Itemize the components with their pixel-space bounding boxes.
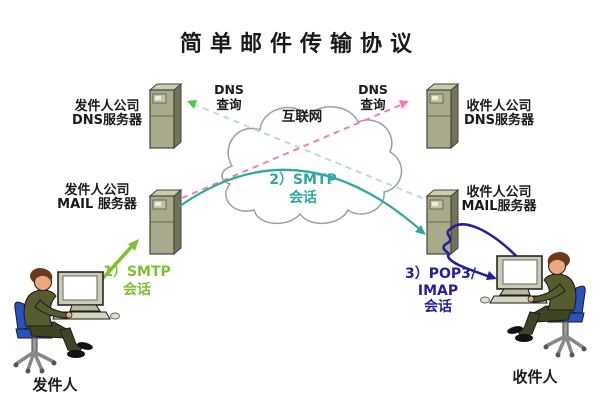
smtp-session-2-line2: 会话 [289, 190, 317, 206]
smtp-session-1-label: 1）SMTP 会话 [102, 263, 172, 299]
pop3-session-label: 3）POP3/ IMAP 会话 [405, 266, 477, 316]
sender-dns-server-icon [149, 83, 182, 149]
smtp-session-2-arrow [179, 168, 425, 234]
sender-dns-label: 发件人公司 DNS服务器 [62, 100, 152, 128]
internet-label: 互联网 [281, 109, 323, 125]
recipient-mail-label-line2: MAIL服务器 [461, 199, 537, 214]
dns-query-green-arrowhead [187, 100, 197, 109]
smtp-session-2-label: 2）SMTP 会话 [258, 171, 348, 207]
pop3-session-line2: IMAP [417, 282, 459, 299]
sender-mail-label-line2: MAIL 服务器 [57, 197, 137, 212]
recipient-label: 收件人 [512, 368, 558, 386]
recipient-mail-label: 收件人公司 MAIL服务器 [454, 186, 544, 214]
pop3-session-line1: 3）POP3/ [405, 266, 477, 282]
dns-query-right-line1: DNS [358, 82, 388, 97]
sender-label: 发件人 [32, 376, 78, 394]
smtp-session-1-line1: 1）SMTP [103, 264, 171, 280]
pop3-session-arrow [442, 223, 523, 279]
dns-query-right-label: DNS 查询 [351, 82, 395, 112]
pop3-session-line3: 会话 [424, 299, 452, 315]
recipient-dns-label: 收件人公司 DNS服务器 [454, 100, 544, 128]
dns-query-pink-arrowhead [399, 100, 409, 109]
pop3-session-arrowhead [486, 271, 497, 280]
recipient-dns-label-line2: DNS服务器 [463, 113, 535, 128]
sender-mail-label-line1: 发件人公司 [64, 183, 130, 198]
smtp-session-1-line2: 会话 [123, 282, 151, 298]
sender-mail-label: 发件人公司 MAIL 服务器 [52, 184, 142, 212]
sender-mail-server-icon [149, 189, 182, 255]
smtp-session-1-arrowhead [128, 239, 139, 251]
recipient-mail-label-line1: 收件人公司 [466, 185, 532, 200]
sender-dns-label-line1: 发件人公司 [74, 99, 140, 114]
dns-query-right-line2: 查询 [360, 97, 386, 112]
recipient-dns-label-line1: 收件人公司 [466, 99, 532, 114]
dns-query-left-line1: DNS [214, 82, 244, 97]
smtp-session-2-arrowhead [415, 225, 426, 235]
smtp-session-2-line1: 2）SMTP [269, 172, 337, 188]
dns-query-left-label: DNS 查询 [207, 82, 251, 112]
dns-query-arrow-to-recipient-dns [181, 103, 404, 199]
dns-query-left-line2: 查询 [216, 97, 242, 112]
internet-cloud [221, 106, 403, 225]
recipient-person-icon [478, 250, 589, 360]
sender-dns-label-line2: DNS服务器 [71, 113, 143, 128]
page-title: 简单邮件传输协议 [179, 32, 420, 57]
